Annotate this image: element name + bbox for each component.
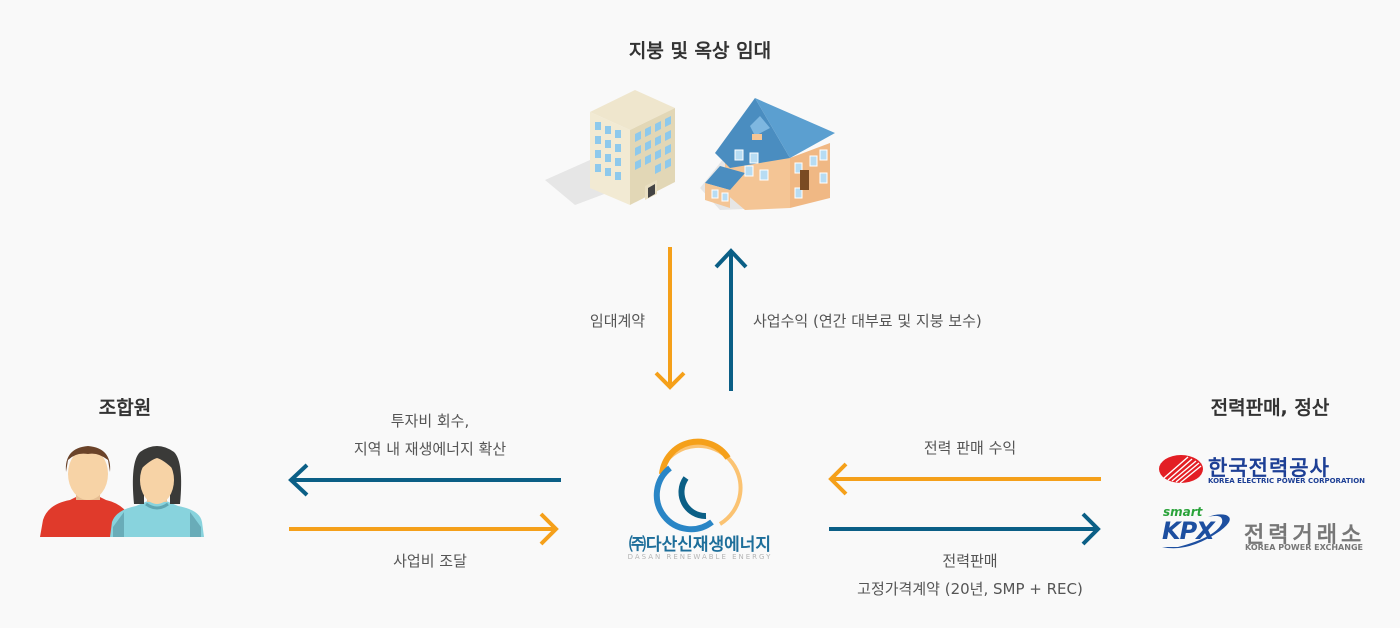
power-sales-title: 전력판매, 정산 bbox=[1210, 397, 1330, 419]
kpx-mark: KPX bbox=[1162, 517, 1215, 545]
kpx-smart-text: smart bbox=[1163, 505, 1203, 519]
lease-contract-arrow bbox=[654, 247, 686, 390]
dasan-logo-icon bbox=[653, 438, 743, 533]
company-name-en: DASAN RENEWABLE ENERGY bbox=[627, 553, 773, 561]
power-sales-contract-line2: 고정가격계약 (20년, SMP + REC) bbox=[857, 580, 1083, 598]
investment-return-line1: 투자비 회수, bbox=[390, 412, 470, 430]
business-revenue-arrow bbox=[714, 248, 748, 391]
funding-label: 사업비 조달 bbox=[393, 552, 467, 570]
power-sales-revenue-arrow bbox=[828, 462, 1101, 496]
power-sales-contract-arrow bbox=[829, 512, 1101, 546]
power-sales-contract-line1: 전력판매 bbox=[942, 552, 998, 570]
kpx-name-en: KOREA POWER EXCHANGE bbox=[1245, 543, 1363, 552]
kepco-emblem-icon bbox=[1159, 455, 1203, 484]
top-title: 지붕 및 옥상 임대 bbox=[628, 40, 772, 62]
kepco-name-en: KOREA ELECTRIC POWER CORPORATION bbox=[1208, 477, 1366, 485]
kpx-swoosh-icon bbox=[1162, 514, 1230, 549]
office-building-icon bbox=[545, 90, 675, 205]
kepco-logo: 한국전력공사 KOREA ELECTRIC POWER CORPORATION bbox=[1158, 452, 1368, 488]
members-icon bbox=[40, 446, 204, 537]
kpx-logo: smart KPX 전력거래소 KOREA POWER EXCHANGE bbox=[1158, 505, 1368, 555]
power-sales-revenue-label: 전력 판매 수익 bbox=[923, 439, 1017, 457]
kepco-name-ko: 한국전력공사 bbox=[1208, 456, 1330, 480]
business-revenue-label: 사업수익 (연간 대부료 및 지붕 보수) bbox=[753, 312, 982, 330]
lease-contract-label: 임대계약 bbox=[589, 312, 646, 330]
house-icon bbox=[700, 98, 835, 210]
members-title: 조합원 bbox=[98, 397, 152, 419]
company-name-ko: ㈜다산신재생에너지 bbox=[628, 535, 772, 555]
funding-arrow bbox=[289, 512, 559, 546]
kpx-name-ko: 전력거래소 bbox=[1244, 523, 1366, 548]
investment-return-arrow bbox=[288, 463, 561, 497]
investment-return-line2: 지역 내 재생에너지 확산 bbox=[353, 440, 507, 458]
